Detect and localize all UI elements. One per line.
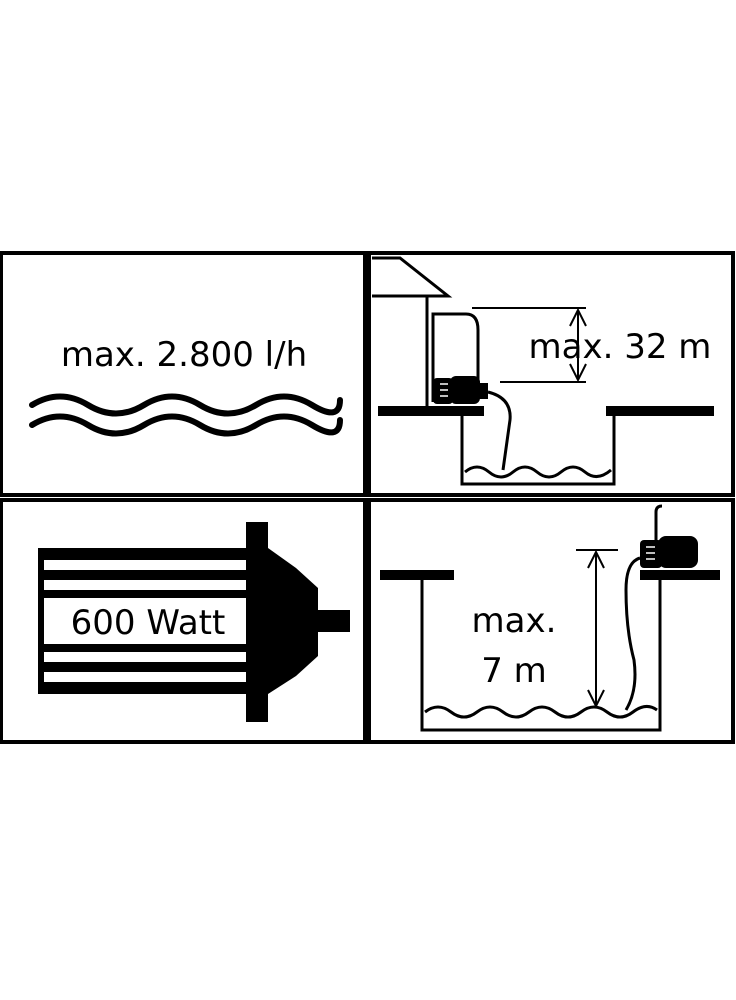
- power-label: 600 Watt: [71, 603, 226, 643]
- suction-depth-label-line1: max.: [472, 601, 557, 641]
- flow-rate-label: max. 2.800 l/h: [61, 335, 307, 375]
- panel-suction-depth: max. 7 m: [380, 504, 720, 732]
- panel-flow-rate: max. 2.800 l/h: [29, 335, 343, 437]
- well-water: [464, 465, 612, 479]
- ground-left: [380, 570, 454, 580]
- basin: [420, 580, 662, 732]
- arrow-down: [587, 689, 605, 709]
- suction-depth-label-line2: 7 m: [481, 651, 547, 691]
- delivery-height-label: max. 32 m: [529, 327, 712, 367]
- ground-right: [606, 406, 714, 416]
- panel-power: 600 Watt: [38, 522, 350, 722]
- motor-icon: [38, 522, 350, 722]
- roof: [372, 256, 453, 298]
- grid-frame: [0, 251, 735, 744]
- pressure-pipe: [431, 312, 480, 402]
- basin-water: [424, 705, 658, 719]
- arrow-up: [587, 549, 605, 569]
- pump-icon: [640, 504, 698, 568]
- arrow-up: [569, 307, 587, 327]
- pump-icon: [433, 376, 488, 404]
- panel-delivery-height: max. 32 m: [372, 256, 714, 486]
- delivery-height-icon: [372, 256, 714, 486]
- suction-hose: [624, 556, 641, 711]
- arrow-down: [569, 363, 587, 383]
- ground-right: [640, 570, 720, 580]
- water-waves-icon: [29, 393, 343, 437]
- ground-left: [378, 406, 484, 416]
- suction-hose: [487, 390, 512, 471]
- well: [460, 416, 616, 486]
- suction-depth-icon: [380, 504, 720, 732]
